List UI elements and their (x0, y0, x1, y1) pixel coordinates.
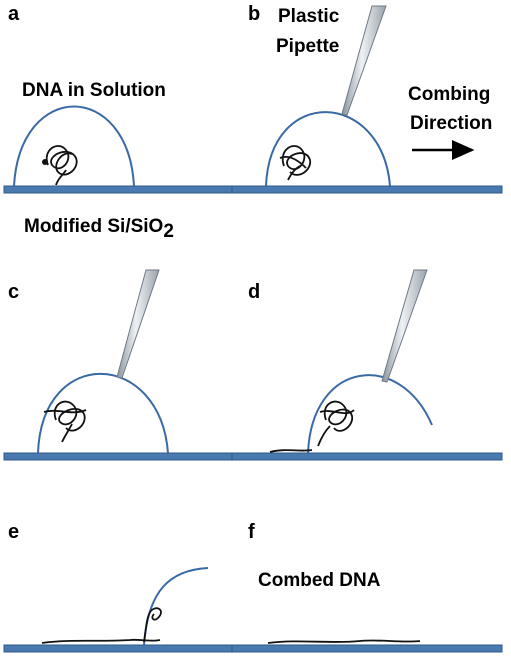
direction-label-line2: Direction (410, 113, 492, 134)
panel-f-title: Combed DNA (258, 570, 381, 591)
substrate-label: Modified Si/SiO2 (24, 216, 174, 242)
substrate-b (231, 185, 503, 194)
panel-d-label: d (248, 281, 260, 303)
dna-end-dot-a (42, 159, 48, 165)
direction-label-line1: Combing (408, 84, 490, 105)
dna-coil-b (279, 145, 311, 181)
pipette-c (116, 269, 160, 379)
dna-e (41, 607, 162, 644)
panel-c-label: c (8, 281, 19, 303)
droplet-c (37, 372, 169, 454)
panel-f: f Combed DNA (231, 521, 503, 653)
dna-coil-c (43, 400, 87, 443)
droplet-e (143, 567, 209, 646)
panel-f-label: f (248, 521, 255, 543)
pipette-d (381, 269, 428, 383)
pipette-label-line1: Plastic (278, 6, 340, 27)
droplet-b (265, 111, 391, 187)
pipette-b (341, 5, 387, 116)
panel-a-title: DNA in Solution (22, 80, 166, 101)
substrate-e (3, 644, 245, 653)
panel-a-label: a (8, 3, 20, 25)
panel-a: a DNA in Solution Modified Si/SiO2 (3, 3, 245, 242)
pipette-label-line2: Pipette (276, 36, 339, 57)
panel-c: c (3, 269, 245, 461)
panel-b: b Plastic Pipette Combing Direction (231, 3, 503, 194)
dna-coil-a (45, 145, 78, 186)
panel-d: d (231, 269, 503, 461)
substrate-d (231, 452, 503, 461)
panel-e-label: e (8, 521, 19, 543)
dna-f (267, 639, 421, 644)
droplet-a (13, 105, 135, 187)
panel-e: e (3, 521, 245, 653)
droplet-d (307, 374, 433, 454)
substrate-c (3, 452, 245, 461)
substrate-a (3, 185, 245, 194)
substrate-f (231, 644, 503, 653)
panel-b-label: b (248, 3, 260, 25)
dna-d (269, 400, 355, 453)
